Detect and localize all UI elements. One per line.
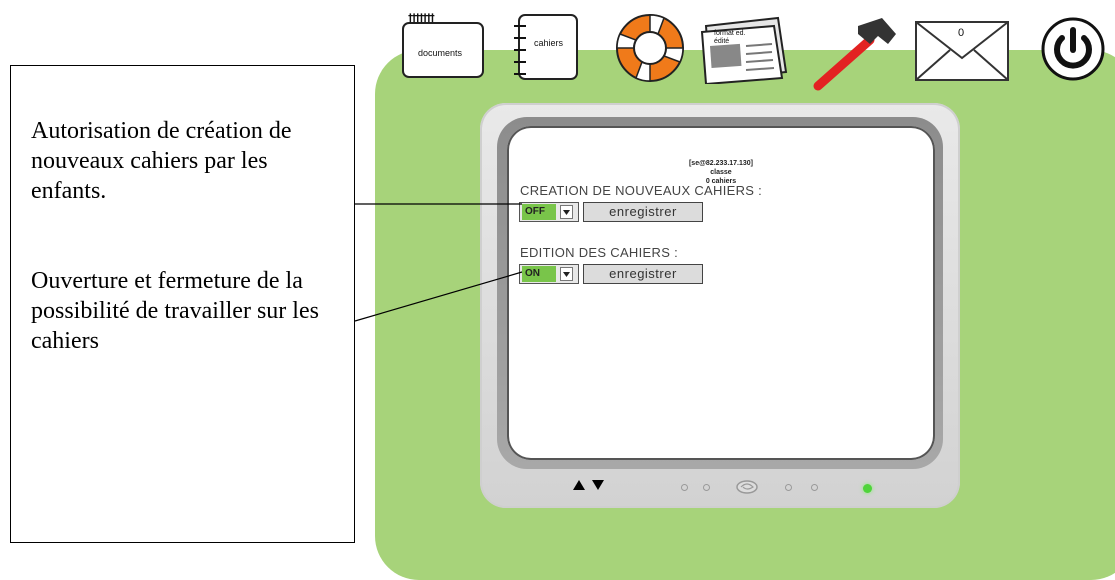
server-address: [se@82.233.17.130] <box>688 160 754 167</box>
newspaper-label: format ed. édité <box>714 30 746 45</box>
indicator-dot <box>785 484 792 491</box>
class-name: classe <box>710 169 732 176</box>
logout-button[interactable] <box>1040 16 1106 82</box>
creation-select-value: OFF <box>522 204 556 220</box>
annotation-box: Autorisation de création de nouveaux cah… <box>10 65 355 543</box>
notebook-cahiers-icon: cahiers <box>518 14 578 80</box>
indicator-dot <box>681 484 688 491</box>
up-down-arrows-icon <box>573 480 604 490</box>
indicator-dot <box>811 484 818 491</box>
documents-button[interactable]: documents ꝉꝉꝉꝉꝉꝉꝉ <box>398 12 491 82</box>
hammer-icon <box>813 18 896 91</box>
monitor-screen: [se@82.233.17.130] classe 0 cahiers CREA… <box>507 126 935 460</box>
spiral-icon <box>514 25 526 75</box>
edition-select[interactable]: ON <box>519 264 579 284</box>
lifebuoy-icon <box>616 14 684 82</box>
cahiers-button[interactable]: cahiers <box>510 12 585 84</box>
creation-label: CREATION DE NOUVEAUX CAHIERS : <box>520 183 763 198</box>
notebook-count: 0 cahiers <box>705 178 737 185</box>
mail-icon <box>915 21 1009 81</box>
mail-button[interactable]: 0 <box>912 18 1012 84</box>
chevron-down-icon <box>560 205 573 219</box>
tools-button[interactable] <box>808 14 900 92</box>
edition-select-value: ON <box>522 266 556 282</box>
power-icon <box>1041 17 1105 81</box>
help-button[interactable] <box>612 10 688 86</box>
indicator-dot <box>703 484 710 491</box>
callout-edition-text: Ouverture et fermeture de la possibilité… <box>31 268 319 354</box>
edition-save-button[interactable]: enregistrer <box>583 264 703 284</box>
callout-creation-text: Autorisation de création de nouveaux cah… <box>31 118 292 204</box>
notebook-documents-icon: documents <box>402 22 484 78</box>
creation-save-button[interactable]: enregistrer <box>583 202 703 222</box>
newspaper-icon <box>700 16 788 86</box>
power-led <box>863 484 872 493</box>
binding-rings: ꝉꝉꝉꝉꝉꝉꝉ <box>408 13 435 25</box>
documents-label: documents <box>418 48 463 58</box>
mail-count: 0 <box>958 27 965 39</box>
edition-label: EDITION DES CAHIERS : <box>520 245 678 260</box>
chevron-down-icon <box>560 267 573 281</box>
newspaper-button[interactable]: format ed. édité <box>700 12 792 86</box>
creation-select[interactable]: OFF <box>519 202 579 222</box>
scroll-arrows[interactable] <box>572 478 608 497</box>
cahiers-label: cahiers <box>534 38 564 48</box>
swirl-icon <box>736 480 758 494</box>
